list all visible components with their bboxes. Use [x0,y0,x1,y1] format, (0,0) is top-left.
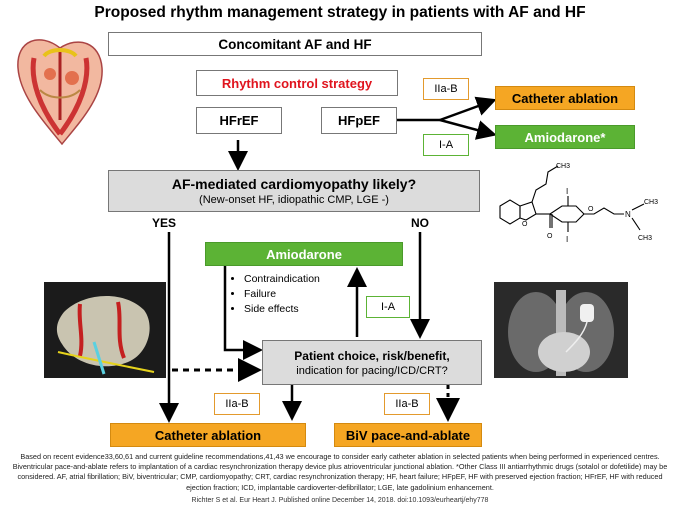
reasons-list: Contraindication Failure Side effects [232,272,352,318]
box-catheter-ablation-top: Catheter ablation [495,86,635,110]
level-i-a-mid: I-A [366,296,410,318]
mol-i-top: I [566,187,568,196]
ablation-map-image [44,282,166,378]
mol-ch3-top: CH3 [556,163,570,170]
box-hfref: HFrEF [196,107,282,134]
box-hfpef: HFpEF [321,107,397,134]
level-i-a-top: I-A [423,134,469,156]
level-iia-b-right: IIa-B [384,393,430,415]
mol-i-bottom: I [566,235,568,244]
cardiomyopathy-subtitle: (New-onset HF, idiopathic CMP, LGE -) [199,194,389,206]
patient-choice-line1: Patient choice, risk/benefit, [294,348,450,363]
box-patient-choice: Patient choice, risk/benefit, indication… [262,340,482,385]
mol-ch3-right: CH3 [644,199,658,206]
mol-o-ring: O [522,221,528,228]
figure-title: Proposed rhythm management strategy in p… [94,4,586,21]
label-yes: YES [152,216,177,230]
box-catheter-ablation-bottom: Catheter ablation [110,423,306,447]
heart-illustration [17,39,103,146]
figure-footnote: Based on recent evidence33,60,61 and cur… [12,452,668,492]
cardiomyopathy-title: AF-mediated cardiomyopathy likely? [171,176,417,192]
arrow-to-catheter-top [439,96,497,122]
box-amiodarone: Amiodarone [205,242,403,266]
amiodarone-molecule: CH3 I I O O O N CH3 CH3 [499,163,658,244]
reason-failure: Failure [244,287,352,302]
mol-o-chain: O [588,206,594,213]
level-iia-b-top: IIa-B [423,78,469,100]
box-amiodarone-star: Amiodarone* [495,125,635,149]
reason-contraindication: Contraindication [244,272,352,287]
box-concomitant-af-hf: Concomitant AF and HF [108,32,482,56]
chest-xray-image [494,282,628,378]
mol-n: N [625,210,631,219]
arrow-to-amiodarone [439,118,497,140]
label-no: NO [411,216,429,230]
box-biv-pace-ablate: BiV pace-and-ablate [334,423,482,447]
arrow-amiodarone-to-choice [223,266,263,360]
patient-choice-line2: indication for pacing/ICD/CRT? [296,364,448,377]
box-rhythm-control: Rhythm control strategy [196,70,398,96]
mol-o-carbonyl: O [547,233,553,240]
reason-side-effects: Side effects [244,302,352,317]
box-cardiomyopathy: AF-mediated cardiomyopathy likely? (New-… [108,170,480,212]
level-iia-b-left: IIa-B [214,393,260,415]
figure-citation: Richter S et al. Eur Heart J. Published … [191,497,489,504]
mol-ch3-bottom: CH3 [638,235,652,242]
